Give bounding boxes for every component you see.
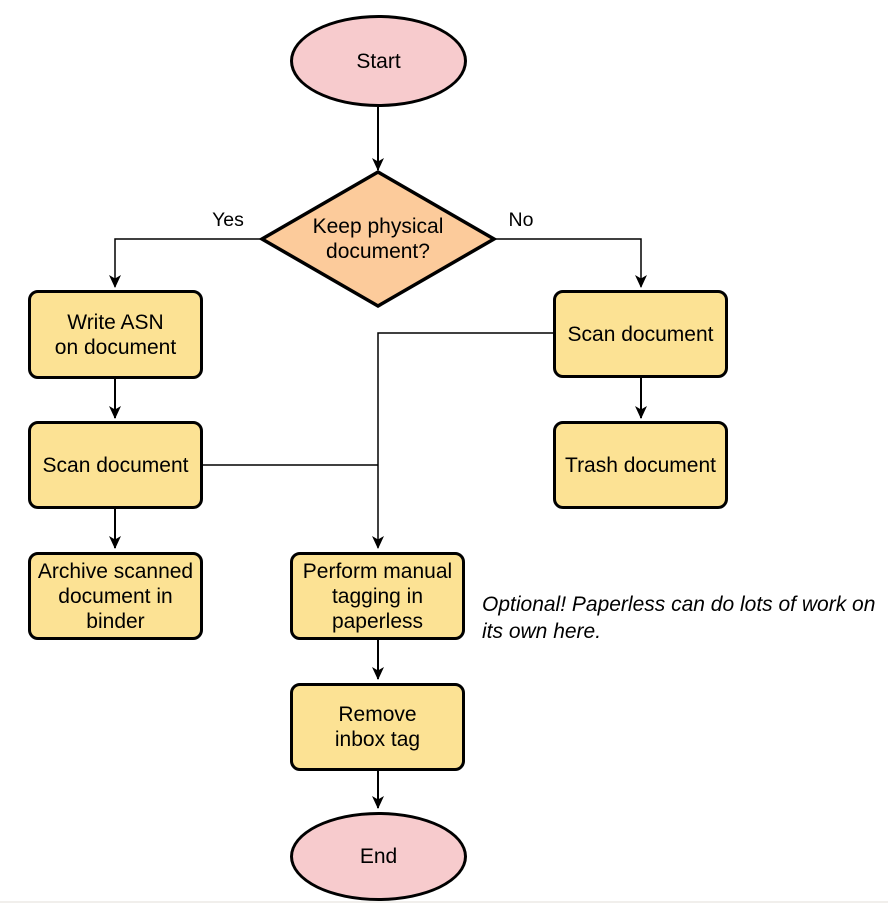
node-scan-right: Scan document bbox=[553, 290, 728, 378]
node-remove-inbox-label: Remove inbox tag bbox=[334, 703, 421, 751]
edge-scan-right-to-tagging bbox=[372, 332, 553, 549]
node-scan-right-label: Scan document bbox=[567, 322, 714, 346]
node-trash: Trash document bbox=[553, 421, 728, 509]
node-decision-label: Keep physical document? bbox=[312, 215, 444, 263]
node-tagging-label: Perform manual tagging in paperless bbox=[302, 559, 453, 633]
node-scan-left-label: Scan document bbox=[42, 453, 189, 477]
node-tagging: Perform manual tagging in paperless bbox=[290, 552, 465, 640]
node-scan-left: Scan document bbox=[28, 421, 203, 509]
node-end: End bbox=[290, 812, 467, 901]
node-write-asn-label: Write ASN on document bbox=[54, 310, 177, 359]
node-trash-label: Trash document bbox=[565, 453, 716, 477]
node-archive-label: Archive scanned document in binder bbox=[37, 559, 194, 633]
node-write-asn: Write ASN on document bbox=[28, 290, 203, 379]
node-start-label: Start bbox=[356, 49, 401, 73]
edge-decision-no-to-scan-right bbox=[494, 238, 647, 288]
bottom-divider-line bbox=[0, 901, 888, 903]
annotation-optional-note: Optional! Paperless can do lots of work … bbox=[482, 593, 876, 643]
edge-label-yes: Yes bbox=[212, 209, 244, 231]
decision-diamond-shape bbox=[258, 169, 498, 309]
edge-decision-yes-to-write-asn bbox=[109, 238, 262, 288]
node-remove-inbox: Remove inbox tag bbox=[290, 683, 465, 771]
node-archive: Archive scanned document in binder bbox=[28, 552, 203, 640]
node-start: Start bbox=[290, 15, 467, 107]
edge-label-no: No bbox=[508, 209, 534, 231]
node-end-label: End bbox=[359, 845, 398, 868]
